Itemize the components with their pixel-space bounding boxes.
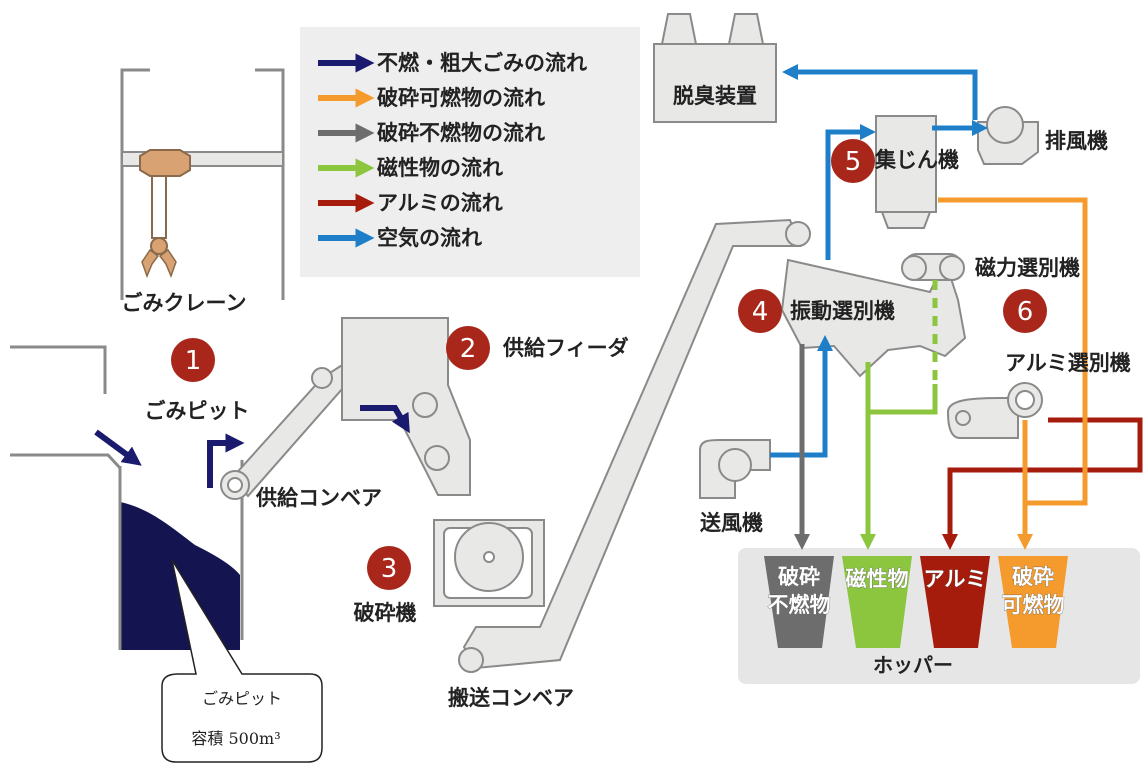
pit-capacity-callout: ごみピット 容積 500m³ — [161, 559, 323, 763]
transport-conveyor — [458, 218, 811, 673]
crane-label: ごみクレーン — [122, 291, 247, 315]
callout-line-2: 容積 500m³ — [191, 729, 280, 748]
step-badge-2: 2 — [446, 326, 490, 370]
aluminum-separator-label: アルミ選別機 — [1005, 351, 1131, 375]
legend-label-incombustible: 不燃・粗大ごみの流れ — [377, 51, 587, 75]
aluminum-separator — [946, 382, 1043, 439]
bin-magnetic — [842, 556, 912, 648]
bin-combustible — [998, 556, 1068, 648]
pit-label: ごみピット — [145, 399, 250, 423]
deodorizer — [653, 13, 777, 123]
deodorizer-label: 脱臭装置 — [673, 84, 757, 108]
crusher-label: 破砕機 — [354, 601, 417, 625]
blower-label: 送風機 — [700, 511, 763, 535]
step-badge-5: 5 — [831, 139, 875, 183]
legend: 不燃・粗大ごみの流れ 破砕可燃物の流れ 破砕不燃物の流れ 磁性物の流れ アルミの… — [300, 27, 640, 277]
svg-text:1: 1 — [185, 346, 202, 376]
step-badge-3: 3 — [367, 546, 411, 590]
svg-text:3: 3 — [381, 554, 398, 584]
flow-magnetic — [859, 280, 938, 551]
flow-aluminum — [941, 417, 1143, 551]
legend-label-air: 空気の流れ — [377, 226, 482, 250]
crane — [121, 149, 284, 279]
flow-combustible — [938, 197, 1088, 551]
svg-text:4: 4 — [752, 297, 769, 327]
supply-conveyor-label: 供給コンベア — [255, 486, 382, 510]
legend-label-crushed-incombustible: 破砕不燃物の流れ — [377, 121, 545, 145]
bin-aluminum-label: アルミ — [924, 567, 987, 591]
dust-collector — [875, 115, 937, 229]
crusher — [433, 519, 545, 607]
bin-incombustible-label-1: 破砕 — [778, 565, 820, 589]
step-badge-4: 4 — [738, 289, 782, 333]
blower — [699, 439, 771, 499]
bin-combustible-label-1: 破砕 — [1012, 565, 1054, 589]
exhaust-fan-label: 排風機 — [1045, 129, 1108, 153]
magnetic-separator — [901, 253, 965, 281]
waste-inflow-arrow — [94, 429, 142, 466]
svg-text:5: 5 — [845, 147, 862, 177]
callout-line-1: ごみピット — [202, 689, 282, 708]
legend-label-magnetic: 磁性物の流れ — [377, 156, 503, 180]
svg-text:6: 6 — [1017, 297, 1034, 327]
bin-incombustible — [764, 556, 834, 648]
pit-to-conveyor-arrow — [207, 433, 245, 488]
hopper-label: ホッパー — [873, 653, 953, 677]
dust-collector-label: 集じん機 — [874, 148, 959, 172]
vibrating-separator-label: 振動選別機 — [790, 299, 895, 323]
supply-feeder-label: 供給フィーダ — [502, 336, 629, 360]
legend-label-aluminum: アルミの流れ — [377, 191, 503, 215]
bin-magnetic-label: 磁性物 — [846, 567, 909, 591]
exhaust-fan — [977, 106, 1039, 165]
bin-aluminum — [920, 556, 990, 648]
supply-conveyor — [220, 358, 351, 500]
bin-combustible-label-2: 可燃物 — [1002, 593, 1065, 617]
svg-text:2: 2 — [460, 334, 477, 364]
legend-label-combustible: 破砕可燃物の流れ — [377, 86, 545, 110]
step-badge-6: 6 — [1003, 289, 1047, 333]
hopper-area: 破砕 不燃物 磁性物 アルミ 破砕 可燃物 ホッパー — [738, 548, 1140, 684]
transport-conveyor-label: 搬送コンベア — [448, 686, 574, 710]
step-badge-1: 1 — [171, 338, 215, 382]
air-flows — [770, 63, 989, 458]
bin-incombustible-label-2: 不燃物 — [768, 593, 831, 617]
magnetic-separator-label: 磁力選別機 — [975, 256, 1080, 280]
supply-feeder — [341, 317, 471, 496]
